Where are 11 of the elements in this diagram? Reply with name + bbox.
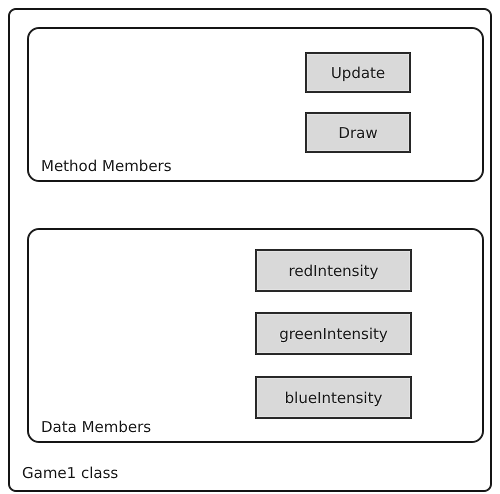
- member-box: Draw: [305, 112, 411, 153]
- member-box: Update: [305, 52, 411, 93]
- member-box: greenIntensity: [255, 312, 412, 355]
- member-group-box: [27, 27, 484, 182]
- member-group-box: [27, 228, 484, 443]
- member-box: blueIntensity: [255, 376, 412, 419]
- group-title: Data Members: [41, 418, 152, 436]
- member-box: redIntensity: [255, 249, 412, 292]
- group-title: Method Members: [41, 157, 172, 175]
- group-title: Game1 class: [22, 464, 118, 482]
- class-container: [8, 8, 492, 492]
